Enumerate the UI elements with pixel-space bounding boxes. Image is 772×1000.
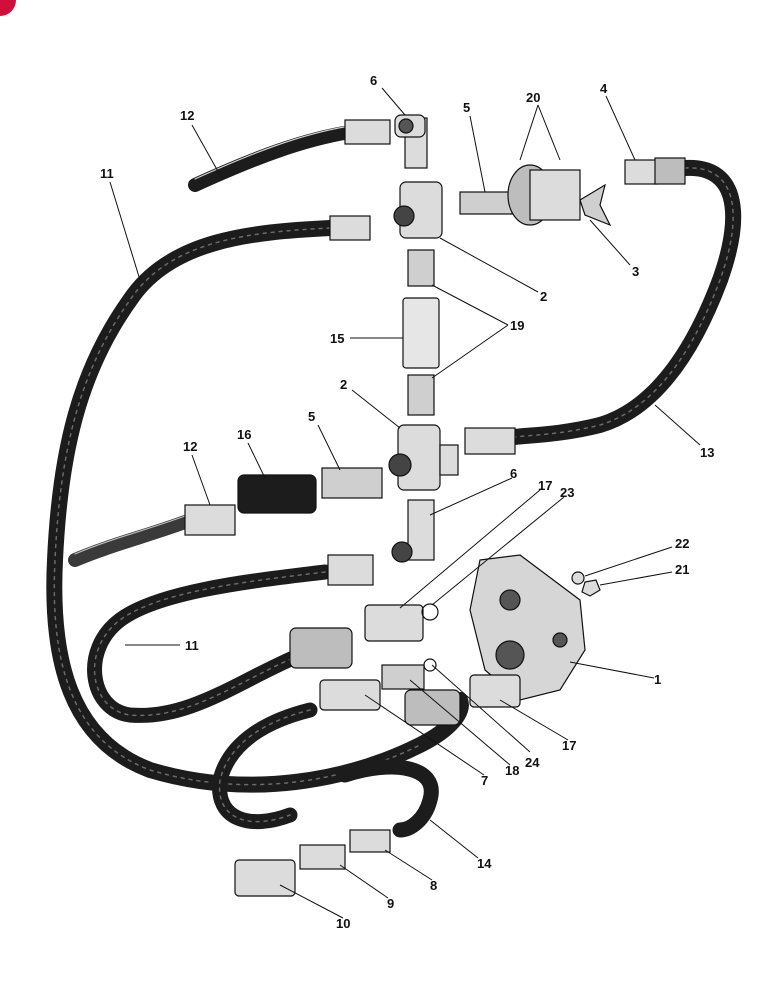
callout-21: 21 [675, 562, 689, 577]
hose-12-lower [68, 515, 192, 567]
hose-13 [507, 159, 742, 445]
hose-11-inner [87, 564, 333, 723]
callout-8: 8 [430, 878, 437, 893]
callout-12-lower: 12 [183, 439, 197, 454]
callout-17-upper: 17 [538, 478, 552, 493]
page-badge [0, 0, 16, 16]
callout-2-upper: 2 [540, 289, 547, 304]
callout-7: 7 [481, 773, 488, 788]
callout-2-lower: 2 [340, 377, 347, 392]
callout-10: 10 [336, 916, 350, 931]
hose-12-top [188, 125, 357, 192]
callout-20: 20 [526, 90, 540, 105]
callout-14: 14 [477, 856, 492, 871]
callout-22: 22 [675, 536, 689, 551]
callout-5-lower: 5 [308, 409, 315, 424]
fittings [184, 114, 686, 897]
callout-19: 19 [510, 318, 524, 333]
leader-lines [109, 87, 701, 919]
callout-11-lower: 11 [185, 638, 199, 653]
callout-3: 3 [632, 264, 639, 279]
callout-5-upper: 5 [463, 100, 470, 115]
callout-13: 13 [700, 445, 714, 460]
callout-9: 9 [387, 896, 394, 911]
callout-15: 15 [330, 331, 344, 346]
callout-1: 1 [654, 672, 661, 687]
callout-23: 23 [560, 485, 574, 500]
callout-11-upper: 11 [100, 166, 114, 181]
callout-6-lower: 6 [510, 466, 517, 481]
callout-24: 24 [525, 755, 540, 770]
callout-6-upper: 6 [370, 73, 377, 88]
hose-14 [212, 702, 439, 838]
callout-16: 16 [237, 427, 251, 442]
callout-17-lower: 17 [562, 738, 576, 753]
callout-4: 4 [600, 81, 608, 96]
callout-18: 18 [505, 763, 519, 778]
hose-11 [46, 220, 469, 793]
callout-12-upper: 12 [180, 108, 194, 123]
